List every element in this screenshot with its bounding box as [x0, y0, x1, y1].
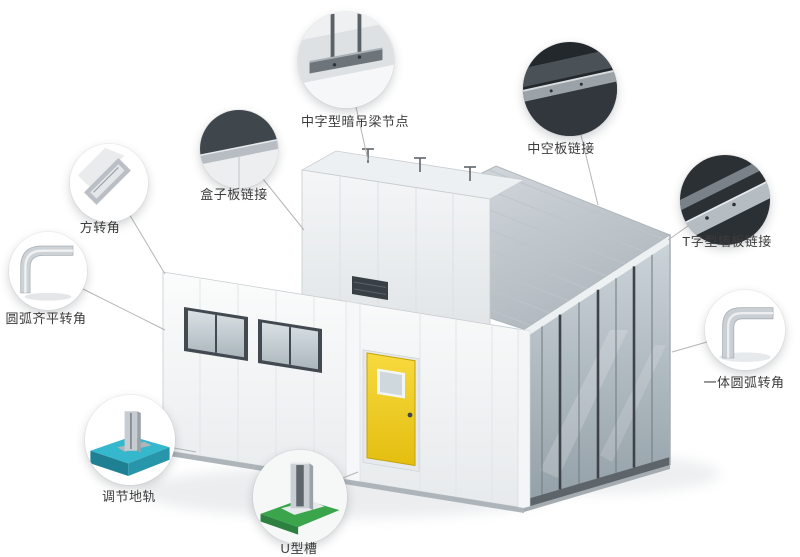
leader-lines — [82, 106, 708, 479]
window-left — [184, 307, 248, 361]
glass-sub-mullions — [541, 254, 653, 495]
corner-pilaster — [345, 301, 361, 483]
callout-box-panel-connection — [200, 110, 278, 188]
label-hollow-panel-connection: 中空板链接 — [527, 141, 595, 156]
u-type-channel-thumb — [253, 450, 347, 544]
wall-panel-seams — [199, 277, 493, 503]
square-corner-thumb — [70, 144, 148, 222]
penthouse-panel-seams — [339, 176, 454, 324]
label-arc-flush-corner: 圆弧齐平转角 — [5, 311, 87, 326]
vent-grille — [352, 276, 388, 300]
label-box-panel-connection: 盒子板链接 — [200, 187, 268, 202]
callout-hidden-ceiling-beam-node — [298, 12, 394, 108]
corner-column — [517, 328, 531, 510]
callout-integrated-arc-corner — [705, 290, 785, 370]
integrated-arc-corner-thumb — [705, 290, 785, 370]
box-panel-thumb — [200, 110, 278, 188]
callout-square-corner — [70, 144, 148, 222]
callout-t-type-wall-panel-connection — [680, 155, 770, 245]
callout-u-type-channel — [253, 450, 347, 544]
arc-flush-corner-thumb — [9, 232, 87, 310]
hollow-panel-thumb — [523, 42, 617, 136]
t-type-panel-thumb — [680, 155, 770, 245]
glass-wall — [517, 234, 671, 512]
label-hidden-ceiling-beam-node: 中字型暗吊梁节点 — [300, 114, 410, 129]
roof-pins — [362, 148, 476, 181]
label-u-type-channel: U型槽 — [280, 541, 318, 556]
glass-mullions — [558, 266, 636, 490]
label-integrated-arc-corner: 一体圆弧转角 — [703, 375, 785, 390]
label-square-corner: 方转角 — [79, 220, 121, 235]
adjustable-floor-track-thumb — [85, 395, 175, 485]
label-adjustable-floor-track: 调节地轨 — [101, 489, 157, 504]
callout-adjustable-floor-track — [85, 395, 175, 485]
yellow-door — [362, 349, 420, 472]
callout-arc-flush-corner — [9, 232, 87, 310]
callout-hollow-panel-connection — [523, 42, 617, 136]
door-handle — [407, 412, 413, 418]
penthouse-block — [300, 148, 526, 331]
window-right — [258, 319, 322, 373]
hidden-ceiling-beam-thumb — [298, 12, 394, 108]
label-t-type-wall-panel-connection: T字型墙板链接 — [682, 234, 772, 249]
glass-bottom-rail — [524, 457, 670, 508]
